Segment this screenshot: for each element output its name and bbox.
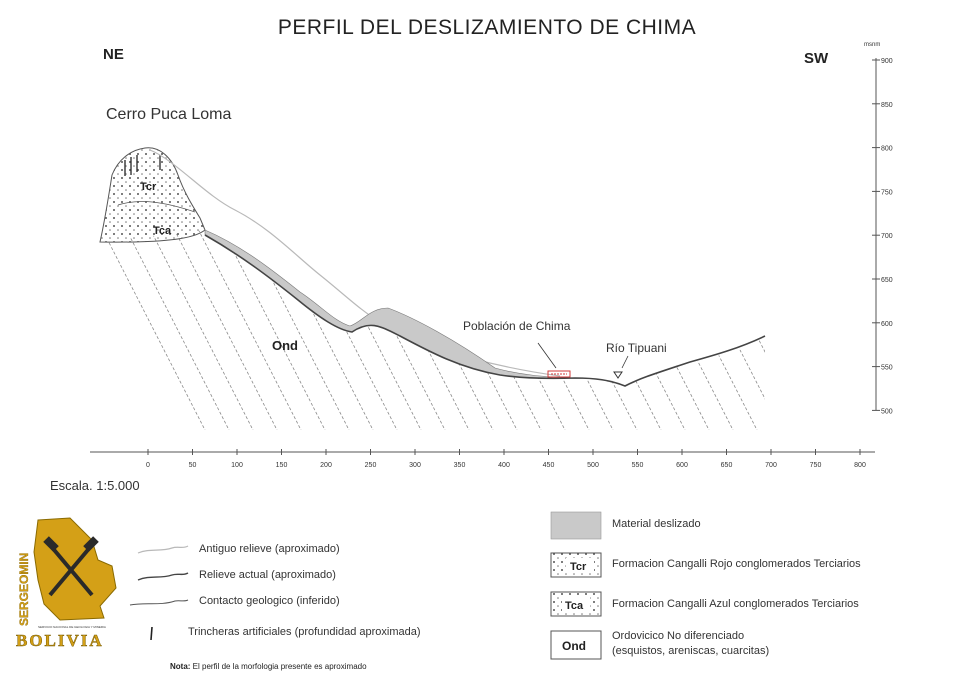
town-marker	[547, 370, 571, 378]
river-label: Río Tipuani	[606, 341, 667, 355]
x-tick-label: 0	[146, 462, 150, 469]
hatch-line	[603, 230, 710, 430]
legend-tcr: Formacion Cangalli Rojo conglomerados Te…	[612, 558, 861, 570]
unit-ond: Ond	[272, 338, 298, 353]
old-relief-line	[149, 149, 561, 377]
x-tick-label: 400	[498, 462, 510, 469]
x-tick-label: 200	[320, 462, 332, 469]
legend-tca-box-label: Tca	[565, 600, 584, 612]
x-tick-label: 250	[365, 462, 377, 469]
y-axis-ticks: 900 850 800 750 700 650 600 550 500	[872, 58, 893, 415]
tertiary-body	[99, 147, 206, 243]
legend-old-relief: Antiguo relieve (aproximado)	[199, 543, 340, 555]
note-text: El perfil de la morfologia presente es a…	[190, 662, 367, 671]
logo-small-text: SERVICIO NACIONAL DE GEOLOGIA Y MINERIA	[38, 625, 106, 629]
legend-left-symbols	[129, 545, 189, 641]
hatch-line	[171, 230, 278, 430]
x-tick-label: 750	[810, 462, 822, 469]
legend-old-relief-symbol	[137, 545, 189, 554]
x-tick-label: 500	[587, 462, 599, 469]
legend-ond: Ordovicico No diferenciado	[612, 630, 745, 642]
x-tick-label: 650	[721, 462, 733, 469]
legend-tcr-box-label: Tcr	[570, 561, 587, 573]
tcr-tca-contact	[117, 201, 196, 213]
x-tick-label: 150	[276, 462, 288, 469]
y-tick-label: 900	[881, 58, 893, 65]
y-tick-label: 700	[881, 233, 893, 240]
x-axis-ticks: 0 50 100 150 200 250 300 350 400 450 500 550 600 650 7…	[146, 449, 866, 469]
y-axis-unit: msnm	[864, 42, 880, 48]
slide-material	[204, 229, 576, 379]
scale-label: Escala. 1:5.000	[50, 478, 140, 493]
legend-ond-box-label: Ond	[562, 639, 586, 653]
current-relief-line	[204, 234, 766, 387]
river-pointer	[621, 355, 629, 369]
legend-contact-symbol	[129, 599, 189, 606]
x-tick-label: 450	[543, 462, 555, 469]
logo-bottom-word: BOLIVIA	[16, 631, 104, 650]
sergeomin-logo: SERGEOMIN SERVICIO NACIONAL DE GEOLOGIA …	[16, 517, 117, 650]
x-tick-label: 800	[854, 462, 866, 469]
x-tick-label: 300	[409, 462, 421, 469]
hatch-line	[267, 230, 374, 430]
hatch-line	[123, 230, 230, 430]
town-pointer	[537, 342, 557, 369]
mountain-label: Cerro Puca Loma	[106, 106, 232, 123]
x-tick-label: 550	[632, 462, 644, 469]
hatch-line	[100, 230, 206, 430]
y-tick-label: 850	[881, 102, 893, 109]
legend-slide-box	[550, 511, 602, 540]
legend-ond-box	[550, 630, 602, 660]
y-tick-label: 650	[881, 277, 893, 284]
legend-tca: Formacion Cangalli Azul conglomerados Te…	[612, 598, 859, 610]
legend-trench: Trincheras artificiales (profundidad apr…	[188, 626, 421, 638]
legend-current-relief: Relieve actual (aproximado)	[199, 569, 336, 581]
hatch-line	[627, 230, 734, 430]
y-tick-label: 500	[881, 408, 893, 415]
note-prefix: Nota:	[170, 662, 191, 671]
x-tick-label: 350	[454, 462, 466, 469]
hatch-line	[195, 230, 302, 430]
y-tick-label: 800	[881, 146, 893, 153]
river-marker	[613, 371, 623, 379]
note: Nota: El perfil de la morfologia present…	[170, 662, 367, 671]
legend-trench-symbol	[150, 626, 153, 641]
legend-slide: Material deslizado	[612, 518, 701, 530]
hatch-line	[844, 225, 949, 430]
direction-ne: NE	[103, 46, 124, 63]
hatch-line	[219, 230, 326, 430]
legend-contact: Contacto geologico (inferido)	[199, 595, 340, 607]
x-tick-label: 700	[765, 462, 777, 469]
unit-tcr: Tcr	[140, 181, 157, 193]
hatch-line	[723, 230, 765, 430]
legend-ond-detail: (esquistos, areniscas, cuarcitas)	[612, 645, 770, 657]
hatch-line	[772, 225, 877, 430]
hatch-line	[315, 230, 422, 430]
legend-current-relief-symbol	[137, 572, 189, 581]
town-label: Población de Chima	[463, 319, 571, 333]
hatch-line	[675, 230, 765, 430]
direction-sw: SW	[804, 50, 829, 67]
trench-marks	[124, 155, 161, 176]
hatch-line	[555, 230, 662, 430]
hatch-line	[579, 230, 686, 430]
hatch-line	[747, 230, 765, 430]
hatch-line	[820, 225, 925, 430]
x-tick-label: 100	[231, 462, 243, 469]
y-tick-label: 750	[881, 189, 893, 196]
hatch-line	[651, 230, 758, 430]
hatch-line	[699, 230, 765, 430]
hatch-line	[147, 230, 254, 430]
y-tick-label: 600	[881, 321, 893, 328]
x-tick-label: 50	[189, 462, 197, 469]
page-title: PERFIL DEL DESLIZAMIENTO DE CHIMA	[277, 16, 697, 39]
logo-vertical-word: SERGEOMIN	[17, 553, 31, 626]
y-tick-label: 550	[881, 365, 893, 372]
unit-tca: Tca	[153, 225, 172, 237]
hatch-line	[243, 230, 350, 430]
x-tick-label: 600	[676, 462, 688, 469]
